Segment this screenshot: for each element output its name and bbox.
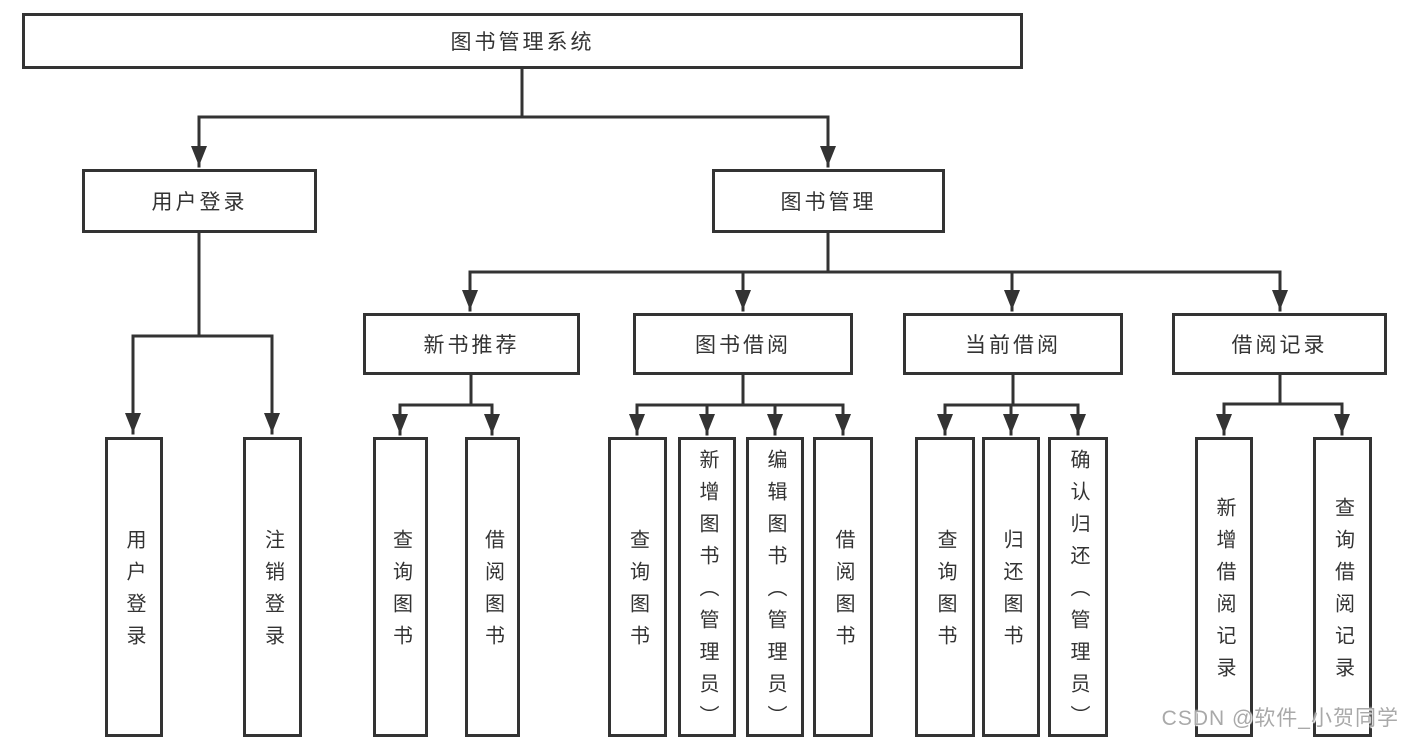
node-label: 查询借阅记录 — [1331, 497, 1354, 689]
node-book-borrow: 图书借阅 — [633, 313, 853, 375]
node-leaf-logout: 注销登录 — [243, 437, 302, 737]
node-label: 归还图书 — [1000, 529, 1022, 657]
csdn-watermark: CSDN @软件_小贺同学 — [1161, 707, 1399, 730]
node-new-book-recommend: 新书推荐 — [363, 313, 580, 375]
node-leaf-query-books-current: 查询图书 — [915, 437, 975, 737]
node-label: 新增借阅记录 — [1213, 497, 1235, 689]
node-leaf-add-borrow-record: 新增借阅记录 — [1195, 437, 1253, 737]
node-label: 图书管理 — [780, 191, 877, 214]
node-leaf-add-books-admin: 新增图书（管理员） — [678, 437, 736, 737]
node-user-login: 用户登录 — [82, 169, 317, 233]
node-label: 查询图书 — [934, 529, 956, 657]
node-label: 借阅图书 — [481, 529, 504, 657]
node-leaf-query-books-recommend: 查询图书 — [373, 437, 428, 737]
node-leaf-return-books: 归还图书 — [982, 437, 1040, 737]
node-label: 新增图书（管理员） — [696, 449, 718, 737]
node-book-management: 图书管理 — [712, 169, 945, 233]
node-label: 用户登录 — [151, 191, 248, 214]
node-label: 当前借阅 — [965, 334, 1061, 357]
node-leaf-borrow-books-recommend: 借阅图书 — [465, 437, 520, 737]
node-label: 借阅图书 — [832, 529, 854, 657]
node-leaf-edit-books-admin: 编辑图书（管理员） — [746, 437, 804, 737]
node-leaf-user-login: 用户登录 — [105, 437, 163, 737]
node-label: 查询图书 — [389, 529, 412, 657]
node-leaf-query-books-borrow: 查询图书 — [608, 437, 667, 737]
node-label: 图书借阅 — [695, 334, 791, 357]
node-leaf-confirm-return-admin: 确认归还（管理员） — [1048, 437, 1108, 737]
node-label: 借阅记录 — [1231, 334, 1328, 357]
node-label: 查询图书 — [626, 529, 649, 657]
node-label: 编辑图书（管理员） — [764, 449, 786, 737]
node-root-system: 图书管理系统 — [22, 13, 1023, 69]
node-current-borrow: 当前借阅 — [903, 313, 1123, 375]
node-label: 用户登录 — [123, 529, 145, 657]
node-borrow-record: 借阅记录 — [1172, 313, 1387, 375]
node-leaf-query-borrow-record: 查询借阅记录 — [1313, 437, 1372, 737]
node-label: 注销登录 — [261, 529, 284, 657]
node-label: 确认归还（管理员） — [1067, 449, 1089, 737]
node-leaf-borrow-books: 借阅图书 — [813, 437, 873, 737]
node-label: 图书管理系统 — [450, 31, 595, 54]
node-label: 新书推荐 — [423, 334, 520, 357]
